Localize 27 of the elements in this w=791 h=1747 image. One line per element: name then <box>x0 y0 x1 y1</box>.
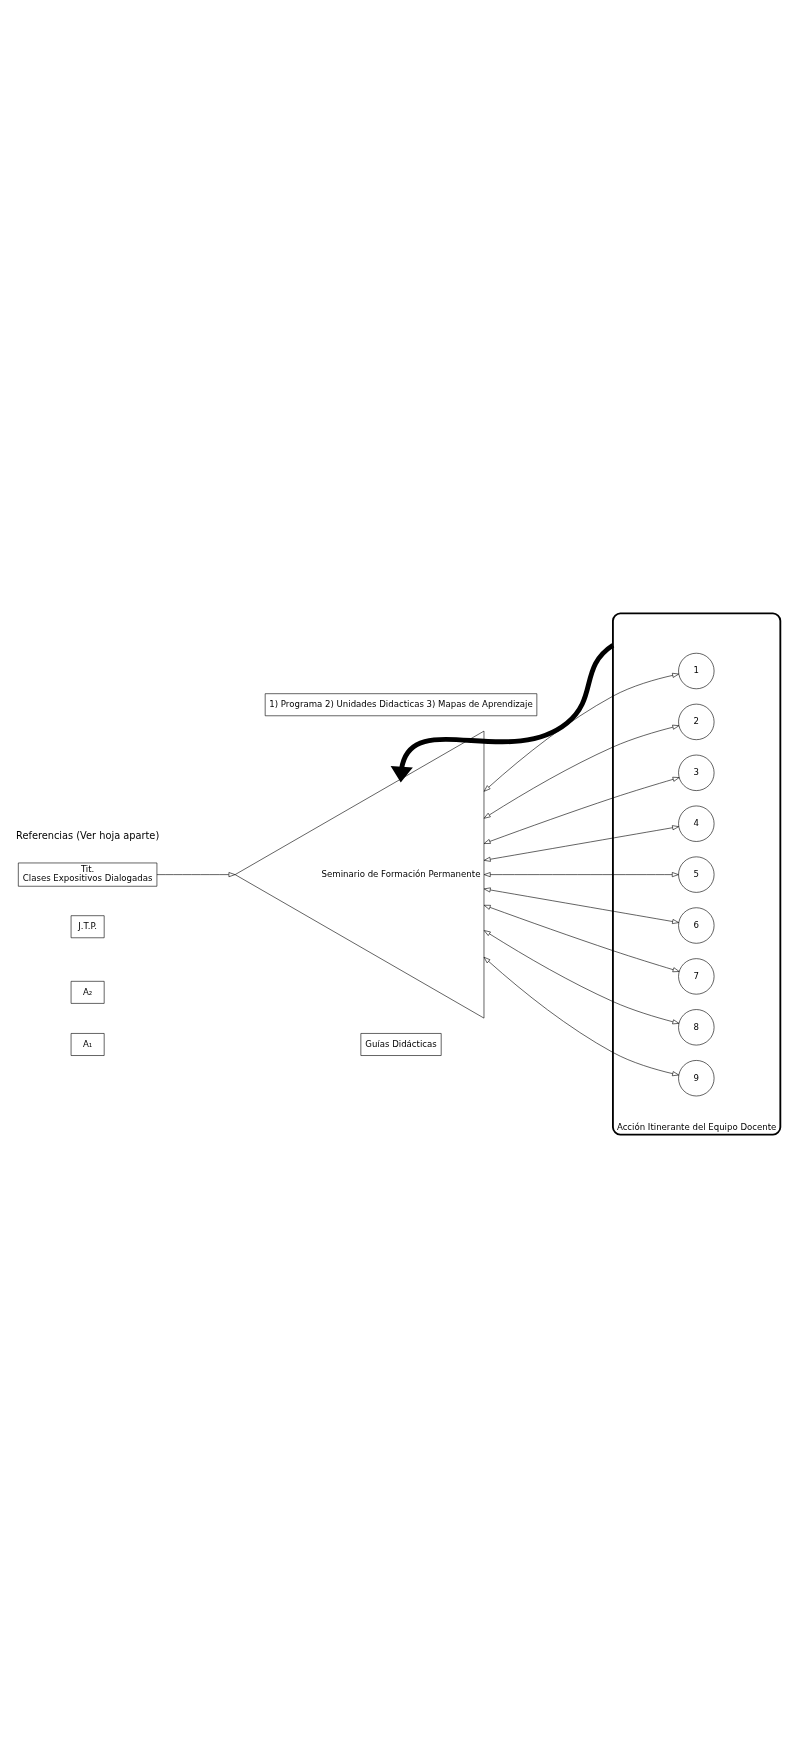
arrow <box>483 776 680 844</box>
node-box: J.T.P. <box>70 914 105 938</box>
arrow <box>483 824 679 862</box>
arrow <box>483 904 680 972</box>
arrow <box>483 929 680 1024</box>
node-circle: 2 <box>678 703 715 740</box>
node-circle: 4 <box>678 805 715 842</box>
arrow <box>483 724 680 819</box>
node-circle: 6 <box>678 906 715 944</box>
node-circle: 3 <box>678 754 715 791</box>
label: Referencias (Ver hoja aparte) <box>16 829 160 841</box>
node-box: A₂ <box>70 980 105 1004</box>
node-box: 1) Programa 2) Unidades Didacticas 3) Mapas de Aprendizaje <box>264 692 538 716</box>
node-circle: 8 <box>678 1008 715 1045</box>
node-circle: 9 <box>678 1059 715 1096</box>
arrow <box>483 871 679 877</box>
node-box: Guías Didácticas <box>360 1032 442 1056</box>
arrow <box>483 887 679 924</box>
arrow <box>156 871 236 877</box>
arrow <box>483 672 680 792</box>
arrow <box>390 642 615 783</box>
node-box: Tit. Clases Expositivos Dialogadas <box>18 862 158 887</box>
node-circle: 1 <box>678 652 715 689</box>
node-box: A₁ <box>70 1032 105 1056</box>
node-circle: 7 <box>678 957 715 994</box>
arrow <box>483 956 680 1076</box>
node-circle: 5 <box>678 856 715 893</box>
